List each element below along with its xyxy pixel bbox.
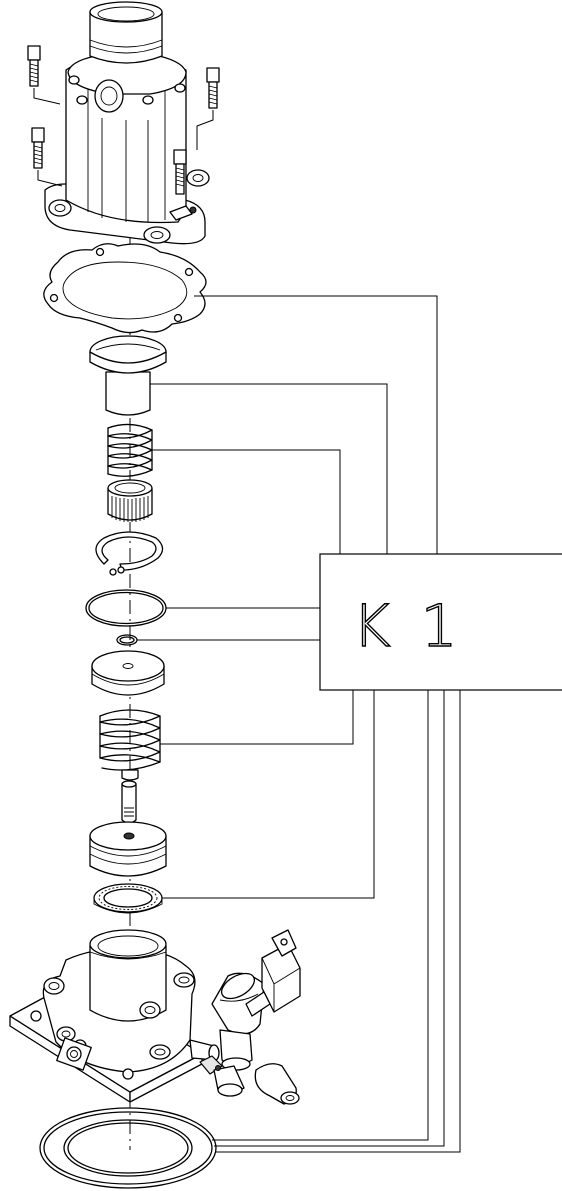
flange-gasket: [43, 243, 207, 334]
lower-spring: [99, 709, 161, 781]
knurled-bushing: [107, 479, 153, 522]
seal-piston: [89, 821, 167, 877]
piston-valve: [89, 335, 167, 416]
valve-top-housing: [44, 1, 210, 245]
large-o-ring: [85, 589, 167, 627]
valve-stem: [121, 780, 137, 824]
retaining-ring: [95, 531, 164, 576]
valve-base-body: [9, 929, 220, 1103]
socket-head-screw: [27, 45, 220, 195]
small-o-ring: [116, 634, 138, 646]
solenoid-valve: [199, 929, 301, 1105]
leader-lines: [137, 295, 461, 1153]
bottom-gasket: [39, 1107, 217, 1189]
kit-label: K1: [353, 592, 488, 660]
valve-disc: [91, 650, 165, 696]
thrust-bearing: [93, 883, 163, 914]
kit-box: [319, 553, 562, 691]
